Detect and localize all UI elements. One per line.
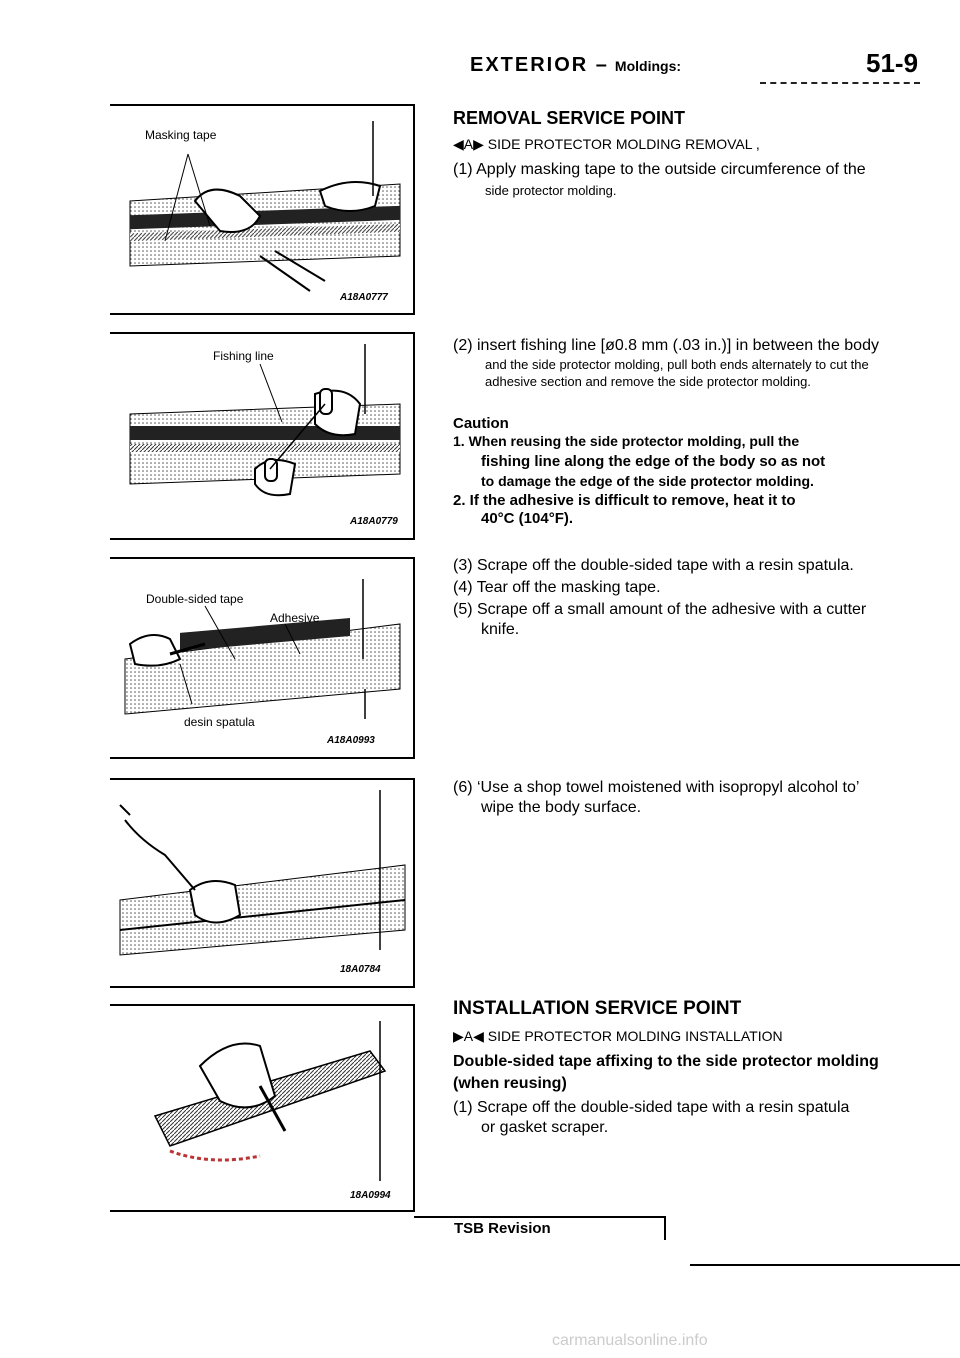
caution-1a: 1. When reusing the side protector moldi… bbox=[453, 433, 800, 449]
installation-heading: INSTALLATION SERVICE POINT bbox=[453, 998, 742, 1019]
caution-title: Caution bbox=[453, 415, 509, 432]
removal-step-5-cont: knife. bbox=[481, 621, 520, 638]
figure-shop-towel: 18A0784 bbox=[110, 780, 410, 984]
caution-2b: 40°C (104°F). bbox=[481, 510, 574, 527]
removal-step-2: (2) insert fishing line [ø0.8 mm (.03 in… bbox=[453, 337, 879, 354]
removal-subheading: ◀A▶ SIDE PROTECTOR MOLDING REMOVAL , bbox=[453, 134, 921, 154]
removal-heading: REMOVAL SERVICE POINT bbox=[453, 108, 686, 128]
frame-line bbox=[110, 557, 415, 559]
figure-code: A18A0993 bbox=[327, 735, 375, 746]
frame-line bbox=[110, 1004, 415, 1006]
frame-line bbox=[110, 757, 415, 759]
gasket-scraper-illustration bbox=[153, 1021, 387, 1181]
frame-line bbox=[413, 1004, 415, 1210]
label-double-sided-tape: Double-sided tape bbox=[146, 592, 244, 606]
frame-line bbox=[110, 986, 415, 988]
marker-icon: ◀A▶ bbox=[453, 136, 484, 152]
figure-fishing-line: Fishing line A18A0779 bbox=[110, 334, 410, 536]
removal-step-3: (3) Scrape off the double-sided tape wit… bbox=[453, 557, 854, 574]
figure-gasket-scraper: 18A0994 bbox=[110, 1006, 410, 1208]
removal-step-4: (4) Tear off the masking tape. bbox=[453, 579, 661, 596]
header-rule bbox=[760, 82, 920, 84]
label-adhesive: Adhesive bbox=[270, 611, 320, 625]
shop-towel-illustration bbox=[119, 790, 406, 956]
figure-code: 18A0784 bbox=[340, 964, 381, 975]
figure-code: 18A0994 bbox=[350, 1190, 391, 1201]
watermark: carmanualsonline.info bbox=[552, 1332, 708, 1349]
figure-masking-tape: Masking tape A18A0777 bbox=[110, 106, 410, 311]
section-title: EXTERIOR – bbox=[470, 54, 609, 76]
installation-step-1: (1) Scrape off the double-sided tape wit… bbox=[453, 1099, 850, 1116]
frame-line bbox=[110, 1210, 415, 1212]
frame-line bbox=[413, 332, 415, 538]
removal-step-6: (6) ‘Use a shop towel moistened with iso… bbox=[453, 779, 860, 796]
resin-spatula-illustration bbox=[124, 579, 401, 719]
figure-code: A18A0777 bbox=[340, 292, 388, 303]
frame-line bbox=[413, 557, 415, 757]
frame-line bbox=[110, 778, 415, 780]
removal-step-1-cont: side protector molding. bbox=[485, 183, 617, 198]
footer-rule bbox=[690, 1264, 960, 1266]
marker-icon: ▶A◀ bbox=[453, 1028, 484, 1044]
figure-double-sided-tape: Double-sided tape Adhesive desin spatula… bbox=[110, 559, 410, 755]
caution-2a: 2. If the adhesive is difficult to remov… bbox=[453, 492, 796, 509]
masking-tape-illustration bbox=[129, 121, 401, 292]
installation-title-a: Double-sided tape affixing to the side p… bbox=[453, 1053, 879, 1070]
subsection-title: Moldings: bbox=[614, 58, 682, 74]
caution-1b: fishing line along the edge of the body … bbox=[481, 453, 826, 470]
removal-step-5: (5) Scrape off a small amount of the adh… bbox=[453, 601, 867, 618]
removal-subheading-text: SIDE PROTECTOR MOLDING REMOVAL , bbox=[487, 136, 760, 152]
removal-step-6-cont: wipe the body surface. bbox=[481, 799, 642, 816]
page-number: 51-9 bbox=[866, 48, 919, 78]
removal-step-1: (1) Apply masking tape to the outside ci… bbox=[453, 161, 866, 178]
fishing-line-illustration bbox=[129, 344, 401, 497]
figure-code: A18A0779 bbox=[350, 516, 398, 527]
tsb-revision-box: TSB Revision bbox=[414, 1216, 666, 1240]
tsb-revision-label: TSB Revision bbox=[454, 1220, 551, 1237]
label-fishing-line: Fishing line bbox=[213, 349, 274, 363]
installation-subheading-text: SIDE PROTECTOR MOLDING INSTALLATION bbox=[487, 1028, 783, 1044]
frame-line bbox=[110, 538, 415, 540]
frame-line bbox=[110, 332, 415, 334]
removal-step-2-cont: and the side protector molding, pull bot… bbox=[485, 357, 869, 389]
frame-line bbox=[110, 313, 415, 315]
frame-line bbox=[110, 104, 415, 106]
frame-line bbox=[413, 778, 415, 986]
caution-1c: to damage the edge of the side protector… bbox=[481, 473, 814, 489]
label-resin-spatula: desin spatula bbox=[184, 715, 255, 729]
page-header: EXTERIOR – Moldings: bbox=[470, 54, 681, 77]
installation-title-b: (when reusing) bbox=[453, 1075, 567, 1092]
installation-subheading: ▶A◀ SIDE PROTECTOR MOLDING INSTALLATION bbox=[453, 1026, 921, 1046]
frame-line bbox=[413, 104, 415, 314]
installation-step-1-cont: or gasket scraper. bbox=[481, 1119, 609, 1136]
label-masking-tape: Masking tape bbox=[145, 128, 217, 142]
